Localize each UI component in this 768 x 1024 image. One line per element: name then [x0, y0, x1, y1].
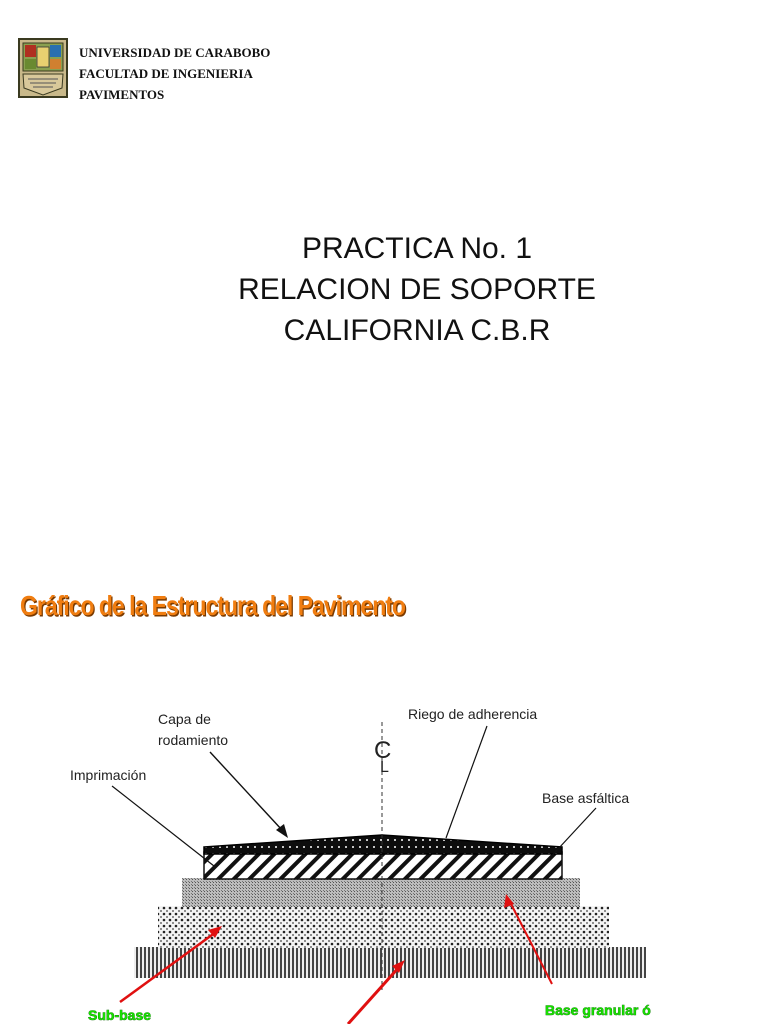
practice-title: PRACTICA No. 1 RELACION DE SOPORTE CALIF… — [150, 228, 684, 351]
title-line-2: RELACION DE SOPORTE — [238, 273, 596, 306]
department-name: PAVIMENTOS — [79, 87, 165, 102]
section-heading: Gráfico de la Estructura del Pavimento — [20, 590, 406, 621]
label-sub-base: Sub-base — [88, 1007, 151, 1023]
leader-base-asfaltica — [545, 807, 597, 863]
faculty-name: FACULTAD DE INGENIERIA — [79, 66, 253, 81]
red-arrow-base-granular — [509, 901, 553, 985]
institution-block: UNIVERSIDAD DE CARABOBO FACULTAD DE INGE… — [79, 42, 270, 105]
centerline-subscript: L — [380, 759, 389, 776]
arrowhead-capa — [276, 824, 288, 838]
university-name: UNIVERSIDAD DE CARABOBO — [79, 45, 271, 60]
red-arrowhead-sub-base — [208, 926, 222, 938]
leader-imprimacion — [111, 785, 215, 867]
asphalt-base-layer — [203, 851, 563, 880]
title-line-3: CALIFORNIA C.B.R — [283, 314, 551, 347]
pavement-structure-diagram: C L Capa de rodamiento Riego de adherenc… — [70, 706, 651, 1024]
label-capa-2: rodamiento — [158, 732, 228, 748]
label-base-granular: Base granular ó — [545, 1002, 651, 1018]
label-capa-1: Capa de — [158, 711, 211, 727]
sub-base-layer — [158, 906, 609, 948]
university-seal-icon — [18, 38, 68, 98]
red-arrow-sub-base — [119, 930, 217, 1004]
leader-capa — [209, 751, 283, 831]
label-base-asfaltica: Base asfáltica — [542, 790, 629, 806]
label-riego: Riego de adherencia — [408, 706, 537, 722]
wearing-course-layer — [203, 834, 563, 855]
red-arrow-subgrade — [346, 964, 402, 1024]
centerline-symbol: C — [374, 737, 391, 764]
document-header: UNIVERSIDAD DE CARABOBO FACULTAD DE INGE… — [18, 38, 418, 102]
leader-riego — [445, 725, 488, 839]
red-arrowhead-subgrade — [392, 960, 405, 973]
red-arrowhead-base-granular — [504, 894, 514, 908]
subgrade-layer — [134, 947, 646, 978]
title-line-1: PRACTICA No. 1 — [301, 232, 533, 265]
label-imprimacion: Imprimación — [70, 767, 146, 783]
granular-base-layer — [182, 878, 580, 907]
